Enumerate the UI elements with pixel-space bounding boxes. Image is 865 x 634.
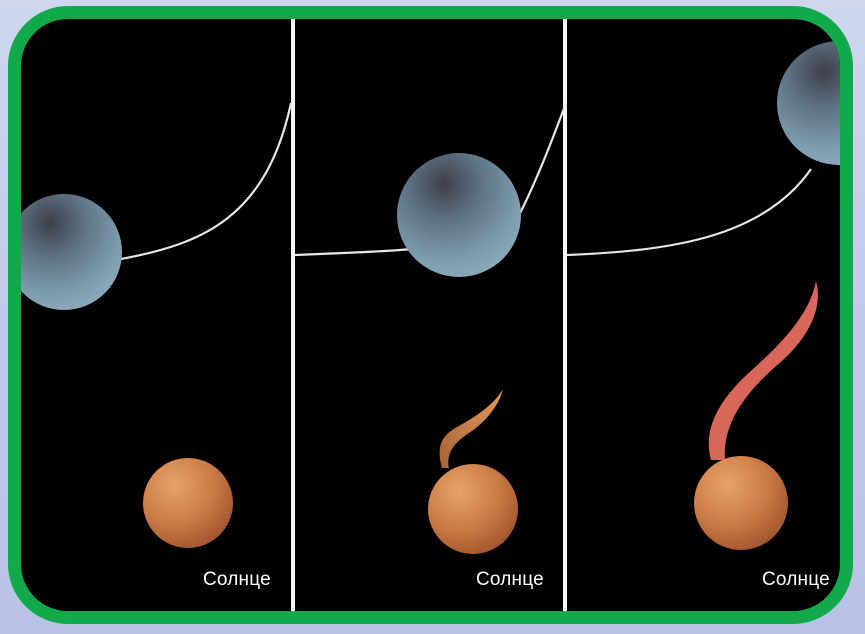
magnetic-field-line: [121, 103, 291, 259]
sun: [694, 456, 788, 550]
panel-2: [295, 103, 566, 554]
sun: [143, 458, 233, 548]
earth: [21, 194, 122, 310]
diagram-frame: Солнце Солнце Солнце: [8, 6, 853, 624]
panel-1: [21, 103, 291, 548]
diagram-canvas: [21, 19, 840, 611]
sun-label-3: Солнце: [762, 569, 830, 591]
coronal-mass-ejection: [709, 281, 818, 460]
earth: [777, 41, 840, 165]
sun-label-1: Солнце: [203, 569, 271, 591]
magnetic-field-line: [567, 169, 811, 255]
sun-label-2: Солнце: [476, 569, 544, 591]
panel-3: [567, 41, 840, 550]
panel-divider-1: [291, 19, 295, 611]
solar-flare: [440, 389, 503, 468]
earth: [397, 153, 521, 277]
sun: [428, 464, 518, 554]
